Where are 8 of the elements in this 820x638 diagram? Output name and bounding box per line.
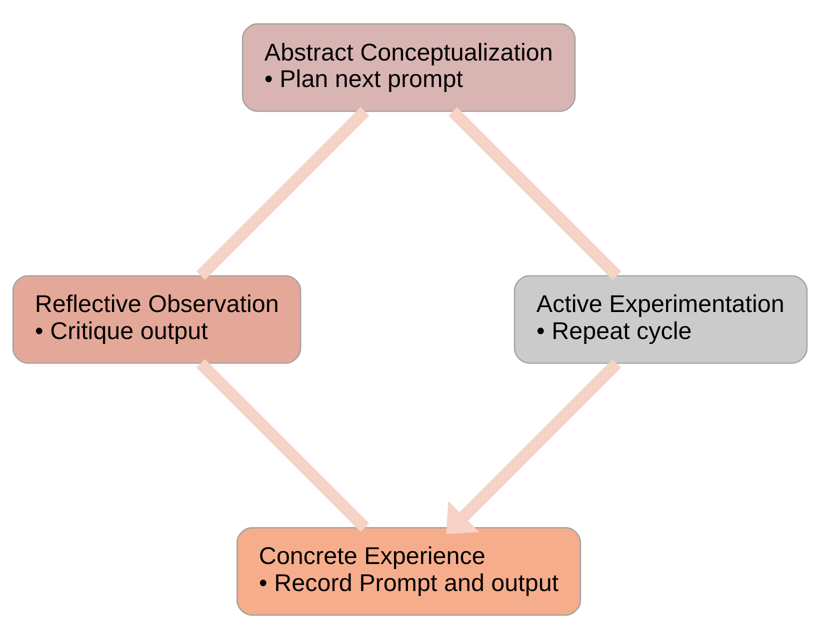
node-box: Abstract Conceptualization • Plan next prompt: [242, 22, 576, 112]
node-box: Concrete Experience • Record Prompt and output: [236, 526, 582, 616]
connector: [196, 106, 370, 280]
node-box: Reflective Observation • Critique output: [12, 274, 302, 364]
connector: [196, 358, 370, 532]
connector: [448, 106, 622, 280]
node-box: Active Experimentation • Repeat cycle: [514, 274, 808, 364]
arrow: [446, 358, 622, 534]
